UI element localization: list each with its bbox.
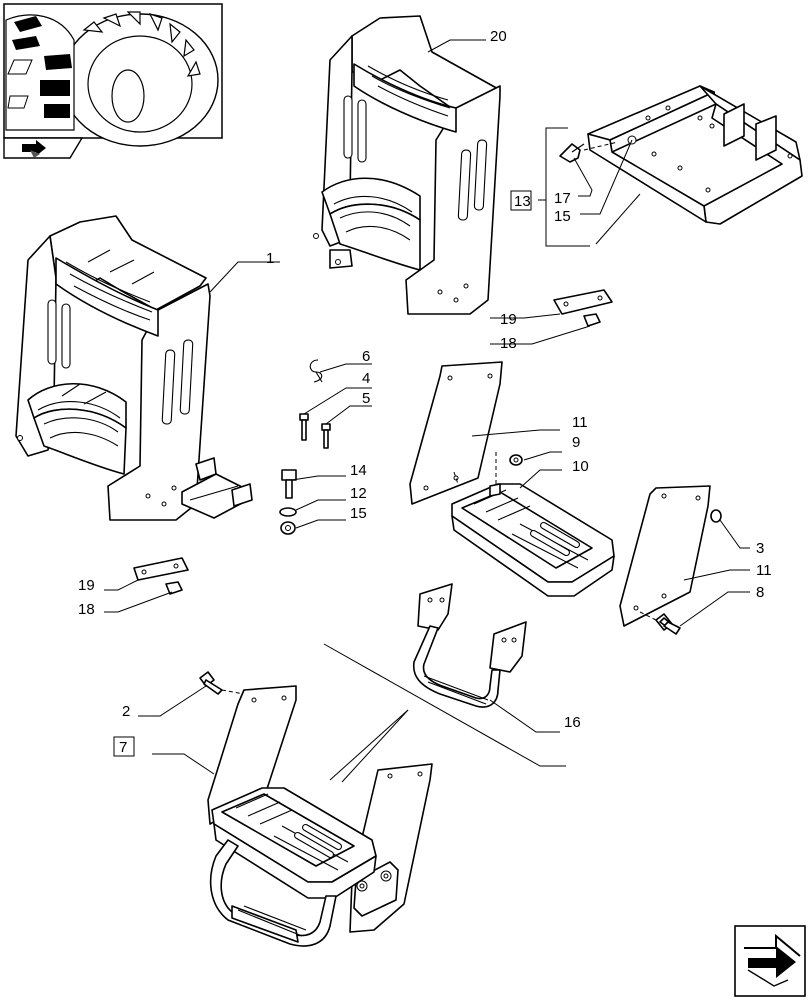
small-navigation-arrow-icon	[22, 140, 46, 158]
hardware-14-12-15	[279, 469, 346, 535]
callout-13-box	[510, 190, 532, 211]
callout-11-right: 11	[756, 562, 772, 579]
callout-17: 17	[554, 190, 571, 207]
callout-15-center: 15	[350, 505, 367, 522]
handle-16	[412, 583, 560, 733]
callout-20: 20	[490, 28, 507, 45]
callout-13: 13	[514, 193, 531, 210]
bracket-13	[538, 85, 803, 247]
plate-19-lower	[104, 557, 189, 613]
callout-18-upper: 18	[500, 335, 517, 352]
step-10-center	[451, 451, 615, 597]
callout-14: 14	[350, 462, 367, 479]
callout-10: 10	[572, 458, 589, 475]
callout-7-box	[113, 736, 135, 757]
callout-9: 9	[572, 434, 580, 451]
plate-19-upper	[490, 289, 613, 345]
step-assembly-1	[15, 215, 253, 521]
callout-labels: 20 1 13 17 15 19 18 6 4 5 11 9 10 14 12 …	[78, 28, 772, 757]
callout-7: 7	[119, 739, 127, 756]
location-thumbnail	[3, 3, 223, 159]
next-page-arrow-icon[interactable]	[734, 925, 806, 997]
side-plate-11-center	[409, 361, 560, 505]
callout-19-lower: 19	[78, 577, 95, 594]
step-assembly-20	[313, 15, 501, 315]
hardware-6-4-5	[299, 359, 372, 449]
callout-4: 4	[362, 370, 370, 387]
callout-8: 8	[756, 584, 764, 601]
callout-11-center: 11	[572, 414, 588, 431]
callout-19-upper: 19	[500, 311, 517, 328]
reference-lines	[323, 643, 566, 783]
step-assembly-7	[138, 671, 433, 947]
callout-5: 5	[362, 390, 370, 407]
leader-1	[209, 261, 280, 293]
callout-2: 2	[122, 703, 130, 720]
leader-20	[427, 39, 486, 53]
callout-16: 16	[564, 714, 581, 731]
callout-12: 12	[350, 485, 367, 502]
callout-1: 1	[266, 250, 274, 267]
side-plate-11-right	[619, 485, 750, 635]
callout-3: 3	[756, 540, 764, 557]
callout-15-upper: 15	[554, 208, 571, 225]
callout-18-lower: 18	[78, 601, 95, 618]
callout-6: 6	[362, 348, 370, 365]
